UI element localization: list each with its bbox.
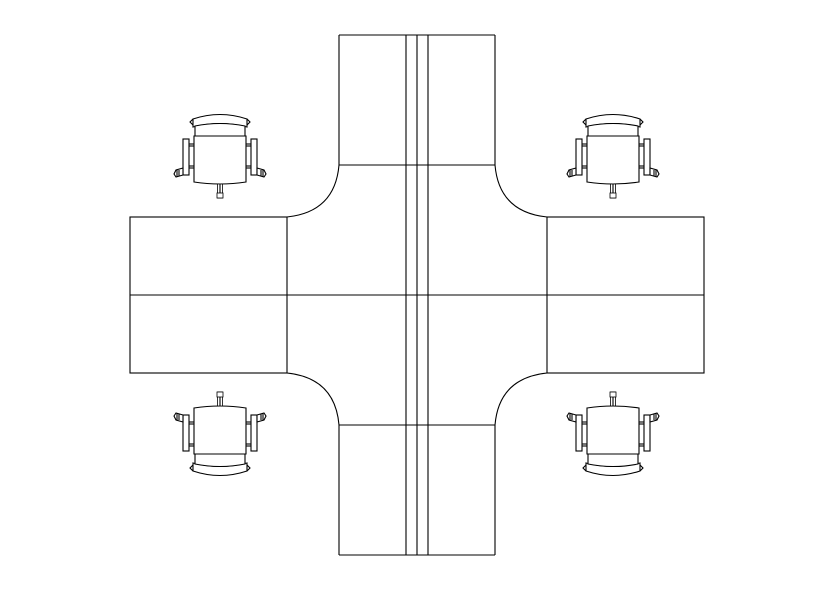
chair-top-left bbox=[173, 113, 267, 199]
floor-plan-drawing bbox=[129, 34, 705, 556]
corner-curves bbox=[286, 164, 548, 426]
floor-plan-canvas: four-person cross workstation cluster bbox=[129, 34, 705, 556]
chair-top-right bbox=[566, 113, 660, 199]
chair-bottom-right bbox=[566, 391, 660, 477]
chair-bottom-left bbox=[173, 391, 267, 477]
vertical-divider-panel bbox=[405, 35, 429, 555]
